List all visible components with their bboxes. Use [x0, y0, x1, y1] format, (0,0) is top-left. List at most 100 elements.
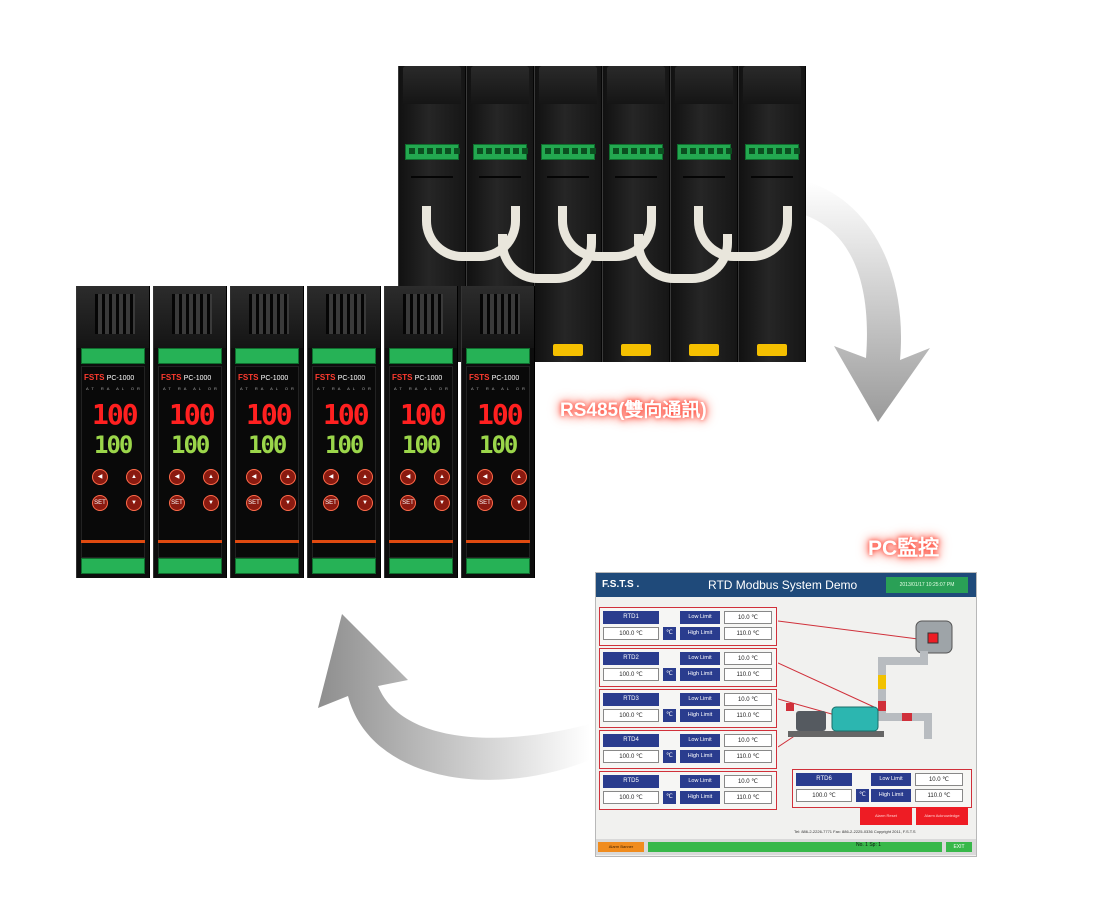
rtd-name: RTD2 — [603, 652, 659, 665]
high-limit-label: High Limit — [680, 627, 720, 640]
accent-stripe — [466, 540, 530, 543]
hmi-title: RTD Modbus System Demo — [708, 578, 858, 592]
link-line-2 — [778, 662, 875, 708]
back-controller-unit — [738, 66, 806, 362]
low-limit-label: Low Limit — [871, 773, 911, 786]
set-button[interactable]: SET — [246, 495, 262, 511]
rtd-unit-button[interactable]: ℃ — [663, 709, 676, 722]
up-arrow-button[interactable]: ▲ — [280, 469, 296, 485]
low-limit-label: Low Limit — [680, 611, 720, 624]
rtd-unit-button[interactable]: ℃ — [663, 627, 676, 640]
left-arrow-button[interactable]: ◀ — [246, 469, 262, 485]
bottom-terminal-block — [389, 558, 453, 574]
up-arrow-button[interactable]: ▲ — [434, 469, 450, 485]
high-limit-input[interactable]: 110.0 ℃ — [724, 709, 772, 722]
high-limit-label: High Limit — [871, 789, 911, 802]
exit-button[interactable]: EXIT — [946, 842, 972, 852]
alarm-banner[interactable]: Alarm Banner — [598, 842, 644, 852]
down-arrow-button[interactable]: ▼ — [434, 495, 450, 511]
brand-label: FSTS PC-1000 — [161, 373, 212, 382]
high-limit-input[interactable]: 110.0 ℃ — [724, 627, 772, 640]
pv-display: 100 — [92, 398, 139, 431]
low-limit-input[interactable]: 10.0 ℃ — [724, 775, 772, 788]
down-arrow-button[interactable]: ▼ — [357, 495, 373, 511]
rtd-value: 100.0 ℃ — [603, 791, 659, 804]
unit-top — [462, 286, 534, 348]
terminal-block — [745, 144, 800, 160]
pv-display: 100 — [323, 398, 370, 431]
set-button[interactable]: SET — [323, 495, 339, 511]
left-arrow-button[interactable]: ◀ — [400, 469, 416, 485]
rtd-unit-button[interactable]: ℃ — [663, 791, 676, 804]
up-arrow-button[interactable]: ▲ — [511, 469, 527, 485]
vent-slots — [403, 294, 443, 334]
accent-stripe — [312, 540, 376, 543]
down-arrow-button[interactable]: ▼ — [203, 495, 219, 511]
down-arrow-button[interactable]: ▼ — [280, 495, 296, 511]
accent-stripe — [158, 540, 222, 543]
valve-yellow — [878, 675, 886, 689]
status-bar: Alarm Banner No. 1 Sp: 1 EXIT — [596, 839, 976, 855]
rtd-value: 100.0 ℃ — [603, 709, 659, 722]
brand-label: FSTS PC-1000 — [315, 373, 366, 382]
terminal-block — [541, 144, 596, 160]
rtd-name: RTD1 — [603, 611, 659, 624]
set-button[interactable]: SET — [400, 495, 416, 511]
high-limit-label: High Limit — [680, 668, 720, 681]
rtd-unit-button[interactable]: ℃ — [856, 789, 869, 802]
low-limit-input[interactable]: 10.0 ℃ — [724, 611, 772, 624]
unit-cap — [403, 66, 461, 104]
left-arrow-button[interactable]: ◀ — [92, 469, 108, 485]
left-arrow-button[interactable]: ◀ — [169, 469, 185, 485]
led-labels: AT RA AL OR — [394, 386, 451, 391]
rtd-name: RTD6 — [796, 773, 852, 786]
vent — [547, 176, 589, 178]
terminal-block — [466, 348, 530, 364]
down-arrow-button[interactable]: ▼ — [126, 495, 142, 511]
hmi-brand: F.S.T.S . — [602, 579, 640, 590]
left-arrow-button[interactable]: ◀ — [477, 469, 493, 485]
terminal-block — [405, 144, 460, 160]
din-clip — [757, 344, 787, 356]
up-arrow-button[interactable]: ▲ — [357, 469, 373, 485]
alarm-reset-button[interactable]: Alarm Reset — [860, 807, 912, 825]
rtd-name: RTD4 — [603, 734, 659, 747]
brand-label: FSTS PC-1000 — [392, 373, 443, 382]
vent — [479, 176, 521, 178]
bottom-terminal-block — [235, 558, 299, 574]
low-limit-input[interactable]: 10.0 ℃ — [724, 693, 772, 706]
low-limit-input[interactable]: 10.0 ℃ — [724, 734, 772, 747]
down-arrow-button[interactable]: ▼ — [511, 495, 527, 511]
set-button[interactable]: SET — [92, 495, 108, 511]
alarm-acknowledge-button[interactable]: Alarm Acknowledge — [916, 807, 968, 825]
high-limit-input[interactable]: 110.0 ℃ — [724, 668, 772, 681]
pump-body — [831, 706, 879, 732]
low-limit-label: Low Limit — [680, 693, 720, 706]
high-limit-input[interactable]: 110.0 ℃ — [915, 789, 963, 802]
low-limit-input[interactable]: 10.0 ℃ — [724, 652, 772, 665]
rtd-value: 100.0 ℃ — [796, 789, 852, 802]
rtd-unit-button[interactable]: ℃ — [663, 668, 676, 681]
low-limit-input[interactable]: 10.0 ℃ — [915, 773, 963, 786]
high-limit-input[interactable]: 110.0 ℃ — [724, 750, 772, 763]
left-arrow-button[interactable]: ◀ — [323, 469, 339, 485]
set-button[interactable]: SET — [169, 495, 185, 511]
top-right-arrow — [802, 182, 930, 422]
unit-cap — [471, 66, 529, 104]
high-limit-input[interactable]: 110.0 ℃ — [724, 791, 772, 804]
set-button[interactable]: SET — [477, 495, 493, 511]
accent-stripe — [235, 540, 299, 543]
high-limit-label: High Limit — [680, 709, 720, 722]
rtd-unit-button[interactable]: ℃ — [663, 750, 676, 763]
up-arrow-button[interactable]: ▲ — [126, 469, 142, 485]
terminal-block — [609, 144, 664, 160]
rtd-value: 100.0 ℃ — [603, 750, 659, 763]
up-arrow-button[interactable]: ▲ — [203, 469, 219, 485]
vent — [751, 176, 793, 178]
terminal-block — [235, 348, 299, 364]
low-limit-label: Low Limit — [680, 652, 720, 665]
sv-display: 100 — [402, 431, 441, 459]
